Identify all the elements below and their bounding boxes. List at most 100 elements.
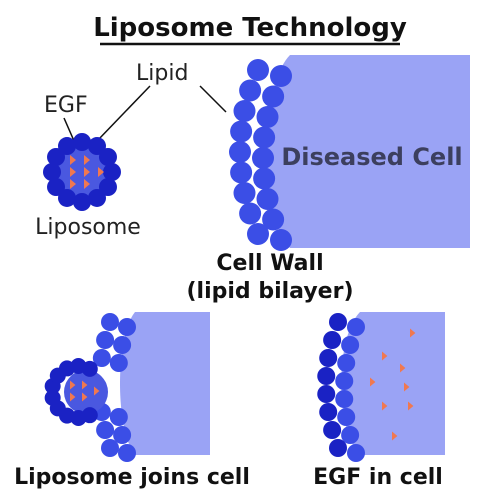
bilayer-inner-lipid [270,65,292,87]
bilayer-outer-lipid [323,331,342,349]
bilayer-outer-lipid [329,313,347,331]
egf-marker [382,401,388,411]
egf-marker [382,351,388,361]
lipid-pointer-line [199,85,227,113]
bilayer-inner-lipid [253,126,276,149]
merging-liposome-lipid [44,389,61,406]
diagram-title: Liposome Technology [93,13,407,43]
liposome-lipid [73,133,91,151]
bilayer-inner-lipid [262,208,285,231]
cell-wall-label: Cell Wall [216,251,323,276]
bilayer-outer-lipid [323,421,342,439]
bilayer-inner-lipid [109,408,128,426]
bilayer-inner-lipid [253,167,276,190]
bilayer-outer-lipid [239,202,262,225]
liposome-core [56,146,108,198]
liposome-lipid [88,137,106,156]
liposome-lipid [103,163,121,181]
egf-marker [410,328,416,338]
bilayer-outer-lipid [239,79,262,102]
bilayer-inner-lipid [256,106,279,128]
liposome-lipid [58,137,76,156]
bilayer-inner-lipid [109,354,128,372]
egf-marker [392,431,398,441]
bilayer-outer-lipid [96,331,115,349]
diseased-cell [266,55,470,248]
liposome-label: Liposome [35,215,141,240]
lipid-to-liposome-line [97,85,151,141]
joins-caption: Liposome joins cell [14,465,250,490]
merging-liposome-lipid [81,360,98,377]
bilayer-outer-lipid [96,421,115,439]
egf-label: EGF [44,93,88,118]
egf-cell-body [341,312,445,455]
egf-marker [82,380,88,390]
egf-marker [70,380,76,390]
bilayer-inner-lipid [118,444,136,462]
bilayer-outer-lipid [319,403,338,421]
bilayer-inner-lipid [262,85,285,108]
cell-wall-bilayer [229,59,292,251]
liposome-lipid [88,188,106,207]
bilayer-inner-lipid [341,336,360,354]
bilayer-inner-lipid [337,408,356,426]
egf-marker [404,382,410,392]
bilayer-inner-lipid [337,354,356,372]
bilayer-inner-lipid [270,229,292,251]
bilayer-outer-lipid [101,439,119,457]
bilayer-inner-lipid [252,147,274,169]
liposome-lipid [47,148,66,166]
bilayer-inner-lipid [347,444,365,462]
liposome-lipid [98,178,117,196]
bilayer-outer-lipid [317,367,336,385]
egf-in-cell-markers [370,328,416,441]
bilayer-outer-lipid [247,59,269,81]
liposome-lipid [58,188,76,207]
egf-marker [94,386,100,396]
bilayer-outer-lipid [230,120,253,143]
egf-marker [84,179,90,189]
bilayer-outer-lipid [92,349,111,367]
bilayer-outer-lipid [329,439,347,457]
egf-marker [70,155,76,165]
bilayer-inner-lipid [113,426,132,444]
liposome-lipid [98,148,117,166]
bilayer-inner-lipid [335,372,354,390]
egf-marker [70,167,76,177]
egf-marker [408,401,414,411]
bilayer-inner-lipid [256,188,279,210]
egf-marker [82,392,88,402]
merging-liposome-core [64,370,108,414]
liposome-lipid [47,178,66,196]
egf-caption: EGF in cell [313,465,443,490]
bilayer-inner-lipid [347,318,365,336]
bilayer-outer-lipid [233,100,256,122]
egf-marker [70,179,76,189]
liposome [43,133,121,211]
lipid-label: Lipid [136,61,188,86]
bilayer-outer-lipid [317,385,336,403]
liposome-lipid [43,163,61,181]
egf-marker [84,167,90,177]
bilayer-outer-lipid [229,141,251,163]
bilayer-outer-lipid [101,313,119,331]
egf-marker [84,155,90,165]
egf-marker [370,377,376,387]
bilayer-inner-lipid [335,390,354,408]
bilayer-inner-lipid [118,318,136,336]
merging-liposome [44,358,108,426]
bilayer-outer-lipid [233,182,256,204]
bilayer-outer-lipid [319,349,338,367]
bilayer-inner-lipid [341,426,360,444]
bilayer-outer-lipid [247,223,269,245]
bilayer-inner-lipid [113,336,132,354]
bilayer-outer-lipid [230,161,253,184]
egf-marker [98,167,104,177]
egf-marker [400,363,406,373]
egf-cell-bilayer [317,313,365,462]
joins-cell-bilayer [92,313,136,462]
diseased-cell-label: Diseased Cell [281,143,462,171]
liposome-lipid [73,193,91,211]
cell-wall-sublabel: (lipid bilayer) [187,279,354,304]
